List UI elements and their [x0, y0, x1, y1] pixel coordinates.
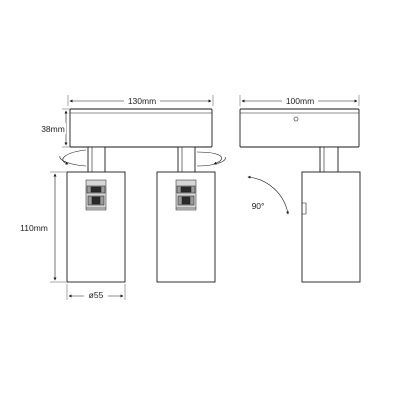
tilt-angle-indicator: 90°	[247, 175, 290, 215]
rotation-arrow-left-icon	[62, 149, 87, 165]
front-base-plate	[69, 108, 213, 148]
tilt-arc-icon	[247, 175, 290, 215]
right-joint	[175, 179, 197, 211]
width-100-dimension: 100mm	[239, 94, 360, 106]
screw-hole-icon	[293, 116, 299, 122]
height-110-dimension: 110mm	[17, 171, 66, 283]
side-base-plate	[239, 108, 360, 148]
tilt-angle-label: 90°	[252, 201, 265, 211]
width-130-dimension: 130mm	[67, 94, 214, 106]
rotation-arrow-right-icon	[196, 151, 223, 165]
right-stem	[177, 146, 196, 174]
height-38-label: 38mm	[41, 124, 65, 134]
left-joint	[85, 179, 107, 211]
side-view: 100mm 90°	[239, 94, 361, 283]
height-110-label: 110mm	[20, 223, 48, 233]
front-view: 130mm 38mm	[17, 94, 226, 301]
side-stem	[319, 146, 339, 174]
diameter-55-label: ø55	[89, 290, 104, 300]
side-lamp-head	[301, 171, 361, 283]
width-100-label: 100mm	[286, 96, 314, 106]
rotation-arrow-left-icon-2	[59, 155, 87, 167]
diameter-55-dimension: ø55	[66, 284, 126, 301]
rotation-arrow-right-icon-2	[196, 156, 226, 167]
left-stem	[87, 146, 106, 174]
height-38-dimension: 38mm	[40, 108, 70, 148]
width-130-label: 130mm	[128, 96, 156, 106]
